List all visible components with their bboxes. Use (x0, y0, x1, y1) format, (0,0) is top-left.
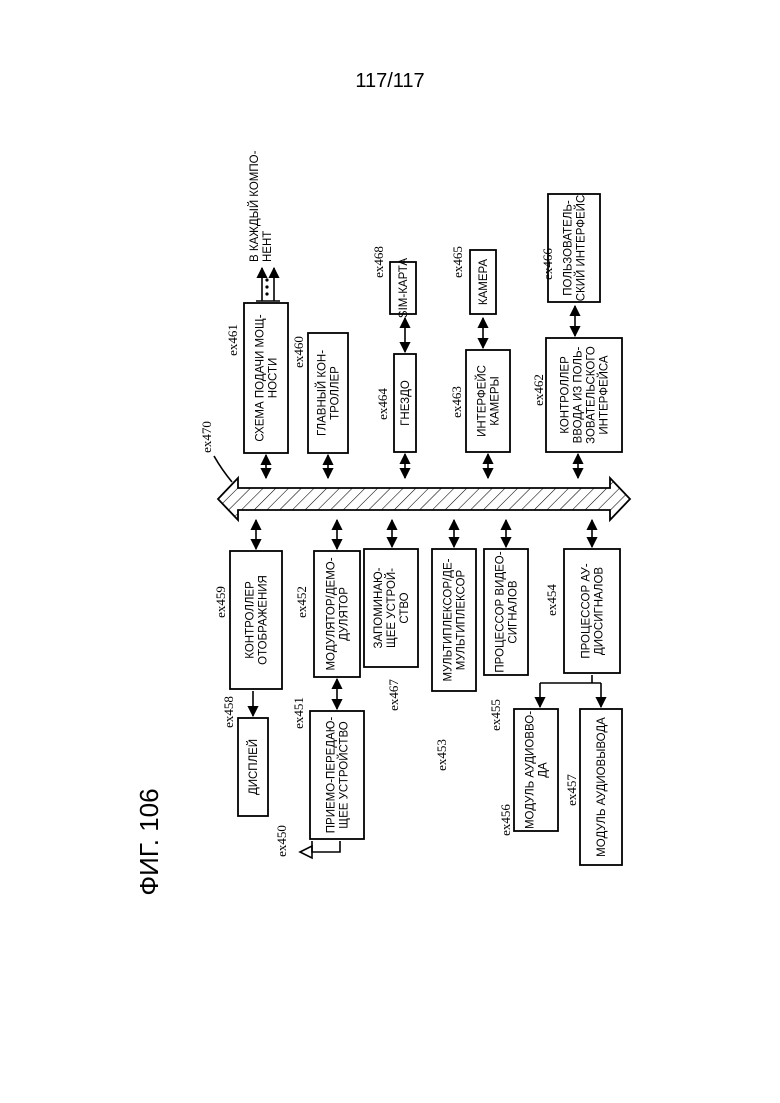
ref-label-ex452: ex452 (294, 586, 309, 618)
block-label-line: ДИСПЛЕЙ (247, 739, 260, 795)
ref-label-ex453: ex453 (434, 739, 449, 771)
output-label-line: НЕНТ (262, 231, 274, 262)
block-label-line: ЗАПОМИНАЮ- (373, 567, 385, 648)
ref-label-ex460: ex460 (291, 336, 306, 368)
block-label-line: МОДУЛЬ АУДИОВВО- (525, 711, 537, 829)
block-label-line: ТРОЛЛЕР (330, 366, 342, 420)
ref-label-ex468: ex468 (371, 246, 386, 278)
antenna-icon (300, 846, 312, 858)
antenna-ref: ex450 (274, 825, 289, 857)
block-label-ex459: КОНТРОЛЛЕРОТОБРАЖЕНИЯ (245, 575, 270, 665)
block-label-line: ДУЛЯТОР (339, 587, 351, 641)
block-label-line: КОНТРОЛЛЕР (245, 581, 257, 659)
block-label-line: КАМЕРА (478, 259, 490, 306)
block-label-ex453: МУЛЬТИПЛЕКСОР/ДЕ-МУЛЬТИПЛЕКСОР (443, 558, 468, 681)
figure-title: ФИГ. 106 (134, 788, 164, 895)
block-label-line: ПРИЕМО-ПЕРЕДАЮ- (326, 717, 338, 834)
ref-label-ex467: ex467 (386, 679, 401, 711)
block-label-line: НОСТИ (268, 358, 280, 398)
block-label-ex462: КОНТРОЛЛЕРВВОДА ИЗ ПОЛЬ-ЗОВАТЕЛЬСКОГОИНТ… (560, 346, 611, 444)
block-label-line: ВВОДА ИЗ ПОЛЬ- (573, 346, 585, 443)
block-label-line: ГНЕЗДО (400, 380, 412, 426)
block-label-line: СИГНАЛОВ (508, 580, 520, 644)
block-label-line: ЩЕЕ УСТРОЙСТВО (338, 721, 351, 828)
ref-label-ex457: ex457 (564, 774, 579, 806)
block-label-line: ГЛАВНЫЙ КОН- (316, 350, 329, 436)
block-label-line: ПРОЦЕССОР ВИДЕО- (495, 551, 507, 672)
ref-label-ex464: ex464 (375, 388, 390, 420)
block-label-ex458: ДИСПЛЕЙ (247, 739, 260, 795)
block-label-ex457: МОДУЛЬ АУДИОВЫВОДА (596, 717, 608, 857)
block-label-line: SIM-КАРТА (398, 258, 410, 318)
ref-label-ex462: ex462 (531, 374, 546, 406)
ref-label-ex454: ex454 (544, 584, 559, 616)
block-label-line: МОДУЛЬ АУДИОВЫВОДА (596, 717, 608, 857)
ref-label-ex456: ex456 (498, 804, 513, 836)
block-label-line: ПОЛЬЗОВАТЕЛЬ- (563, 200, 575, 296)
block-label-ex451: ПРИЕМО-ПЕРЕДАЮ-ЩЕЕ УСТРОЙСТВО (326, 717, 351, 834)
block-label-line: СХЕМА ПОДАЧИ МОЩ- (255, 314, 267, 441)
block-label-line: МУЛЬТИПЛЕКСОР (456, 569, 468, 670)
ref-label-ex461: ex461 (225, 324, 240, 356)
block-label-line: СТВО (399, 592, 411, 623)
block-label-line: ДА (538, 762, 550, 778)
ref-label-ex451: ex451 (291, 697, 306, 729)
block-layer: СХЕМА ПОДАЧИ МОЩ-НОСТИ ГЛАВНЫЙ КОН-ТРОЛЛЕ… (230, 194, 622, 865)
block-label-line: ПРОЦЕССОР АУ- (581, 563, 593, 658)
block-label-line: КОНТРОЛЛЕР (560, 356, 572, 434)
ref-label-ex465: ex465 (450, 246, 465, 278)
ref-label-ex463: ex463 (449, 386, 464, 418)
block-label-line: МУЛЬТИПЛЕКСОР/ДЕ- (443, 558, 455, 681)
bus-layer (218, 478, 630, 520)
block-label-ex468: SIM-КАРТА (398, 258, 410, 318)
block-label-line: ДИОСИГНАЛОВ (594, 567, 606, 656)
ref-label-ex459: ex459 (213, 586, 228, 618)
ellipsis-dot-1 (265, 292, 268, 295)
antenna-feed (312, 841, 340, 852)
output-label-line: В КАЖДЫЙ КОМПО- (248, 150, 261, 262)
block-label-line: ЩЕЕ УСТРОЙ- (385, 568, 398, 648)
output-label: В КАЖДЫЙ КОМПО-НЕНТ (248, 150, 274, 262)
block-label-ex464: ГНЕЗДО (400, 380, 412, 426)
block-label-line: ИНТЕРФЕЙСА (598, 355, 611, 435)
block-label-ex465: КАМЕРА (478, 259, 490, 306)
block-label-ex454: ПРОЦЕССОР АУ-ДИОСИГНАЛОВ (581, 563, 606, 658)
leader-ex470 (214, 456, 232, 482)
system-bus (218, 478, 630, 520)
block-label-ex466: ПОЛЬЗОВАТЕЛЬ-СКИЙ ИНТЕРФЕЙС (563, 195, 588, 302)
block-label-line: ОТОБРАЖЕНИЯ (258, 575, 270, 665)
ellipsis-dot-2 (265, 285, 268, 288)
block-label-line: ЗОВАТЕЛЬСКОГО (586, 346, 598, 444)
bus-ref: ex470 (199, 421, 214, 453)
ref-label-ex466: ex466 (540, 248, 555, 280)
block-label-line: ИНТЕРФЕЙС (476, 365, 489, 437)
block-label-line: СКИЙ ИНТЕРФЕЙС (575, 195, 588, 302)
ref-label-ex455: ex455 (488, 699, 503, 731)
ref-label-ex458: ex458 (221, 696, 236, 728)
block-label-line: КАМЕРЫ (490, 376, 502, 425)
block-label-line: МОДУЛЯТОР/ДЕМО- (326, 557, 338, 670)
ellipsis-dot-3 (265, 278, 268, 281)
